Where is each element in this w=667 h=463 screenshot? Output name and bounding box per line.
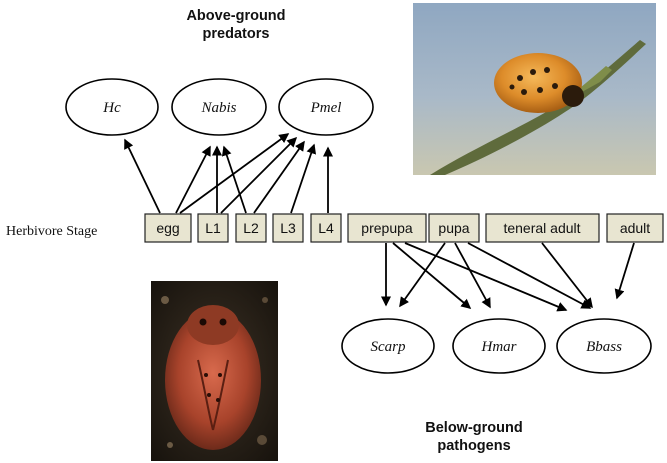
predator-label-pmel: Pmel [310, 100, 342, 116]
below-ground-heading-line-1: Below-ground [425, 420, 522, 436]
stage-label-l3: L3 [280, 220, 296, 236]
stage-label-l1: L1 [205, 220, 221, 236]
above-ground-heading-line-2: predators [203, 26, 270, 42]
stage-label-l4: L4 [318, 220, 334, 236]
pathogen-label-scarp: Scarp [371, 339, 406, 355]
herbivore-stage-label: Herbivore Stage [6, 224, 97, 239]
stage-box-l4: L4 [311, 214, 341, 242]
arrow-pupa-to-bbass [468, 243, 590, 308]
arrow-teneral-adult-to-bbass [542, 243, 592, 307]
stage-box-egg: egg [145, 214, 191, 242]
predator-node-hc: Hc [66, 79, 158, 135]
stage-box-teneral-adult: teneral adult [486, 214, 599, 242]
pupa-photo [151, 281, 278, 461]
stage-label-pupa: pupa [438, 220, 469, 236]
pathogen-node-hmar: Hmar [453, 319, 545, 373]
predator-label-hc: Hc [102, 100, 121, 116]
predator-node-pmel: Pmel [279, 79, 373, 135]
pathogen-node-bbass: Bbass [557, 319, 651, 373]
predator-node-nabis: Nabis [172, 79, 266, 135]
stage-box-adult: adult [607, 214, 663, 242]
stage-label-prepupa: prepupa [361, 220, 413, 236]
larva-on-leaf-photo [413, 3, 656, 175]
stage-label-egg: egg [156, 220, 179, 236]
predator-label-nabis: Nabis [200, 100, 236, 116]
stage-label-teneral-adult: teneral adult [503, 220, 580, 236]
stage-label-adult: adult [620, 220, 650, 236]
pathogen-label-hmar: Hmar [480, 339, 516, 355]
arrow-pupa-to-scarp [400, 243, 445, 306]
stage-box-l3: L3 [273, 214, 303, 242]
above-ground-heading-line-1: Above-ground [186, 8, 285, 24]
stage-box-l2: L2 [236, 214, 266, 242]
stage-box-pupa: pupa [429, 214, 479, 242]
below-ground-heading-line-2: pathogens [437, 438, 510, 454]
pathogen-node-scarp: Scarp [342, 319, 434, 373]
arrow-l2-to-nabis [224, 147, 246, 213]
stage-box-prepupa: prepupa [348, 214, 426, 242]
stage-box-l1: L1 [198, 214, 228, 242]
pathogen-label-bbass: Bbass [586, 339, 622, 355]
stage-label-l2: L2 [243, 220, 259, 236]
arrow-adult-to-bbass [617, 243, 634, 298]
arrow-egg-to-hc [125, 140, 160, 213]
